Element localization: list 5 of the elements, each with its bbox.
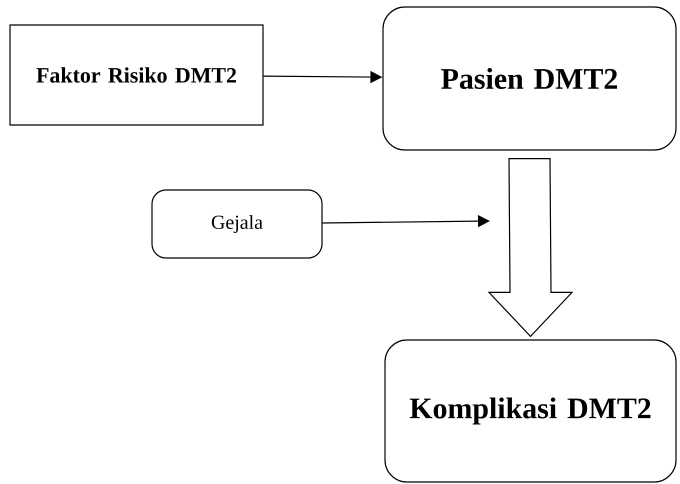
rounded-box: Komplikasi DMT2	[384, 339, 677, 483]
rounded-box: Pasien DMT2	[382, 6, 677, 151]
rounded-box: Gejala	[151, 189, 323, 259]
box: Faktor Risiko DMT2	[9, 24, 264, 126]
block-arrow	[488, 158, 574, 338]
